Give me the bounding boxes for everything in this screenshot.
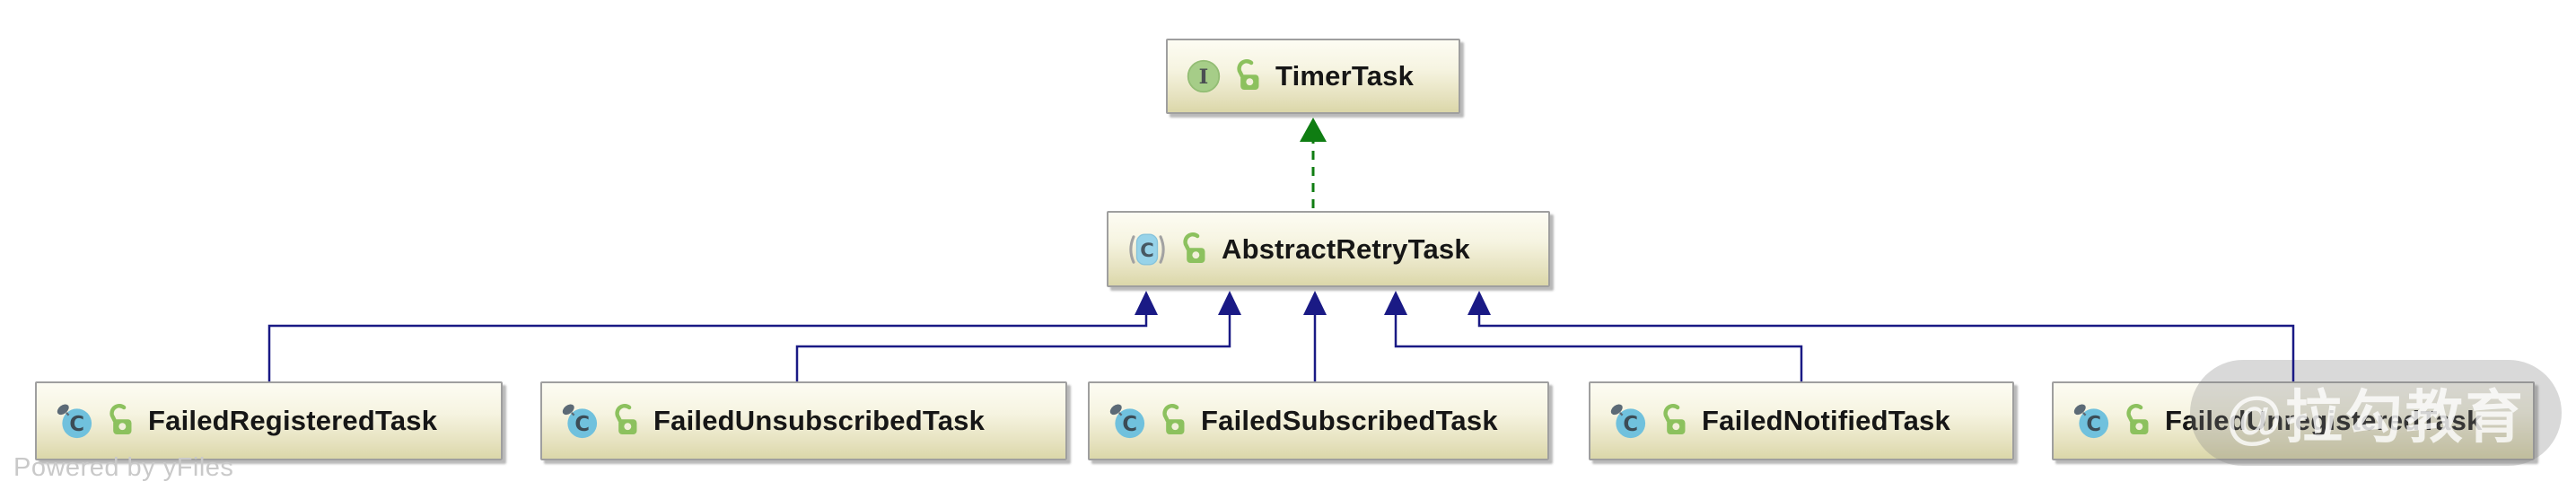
class-node-FailedNotifiedTask[interactable]: C FailedNotifiedTask bbox=[1589, 381, 2014, 460]
class-node-FailedUnsubscribedTask[interactable]: C FailedUnsubscribedTask bbox=[540, 381, 1067, 460]
interface-icon: I bbox=[1186, 58, 1222, 94]
abstract-class-node-AbstractRetryTask[interactable]: C AbstractRetryTask bbox=[1107, 211, 1550, 287]
svg-text:C: C bbox=[574, 413, 590, 436]
svg-text:C: C bbox=[1623, 413, 1638, 436]
public-lock-icon bbox=[1181, 232, 1208, 267]
class-node-label: FailedUnregisteredTask bbox=[2165, 405, 2483, 436]
public-lock-icon bbox=[2125, 403, 2151, 439]
generalization-edge-FailedRegisteredTask-to-AbstractRetryTask bbox=[267, 315, 1148, 381]
class-node-label: FailedSubscribedTask bbox=[1201, 405, 1498, 436]
class-node-label: FailedRegisteredTask bbox=[148, 405, 438, 436]
generalization-arrowhead bbox=[1135, 291, 1158, 315]
generalization-edge-FailedUnsubscribedTask-to-AbstractRetryTask bbox=[795, 315, 1231, 381]
class-icon: C bbox=[55, 403, 94, 439]
class-node-label: FailedUnsubscribedTask bbox=[653, 405, 986, 436]
public-lock-icon bbox=[1235, 58, 1262, 94]
class-node-label: TimerTask bbox=[1275, 60, 1415, 92]
public-lock-icon bbox=[108, 403, 135, 439]
powered-by-yfiles-label: Powered by yFiles bbox=[13, 453, 234, 482]
generalization-arrowhead bbox=[1384, 291, 1407, 315]
abstract-class-icon: C bbox=[1126, 232, 1168, 267]
watermark-text: @拉勾教育 bbox=[2226, 385, 2526, 450]
interface-node-TimerTask[interactable]: I TimerTask bbox=[1166, 39, 1460, 114]
svg-text:C: C bbox=[69, 413, 84, 436]
class-icon: C bbox=[2072, 403, 2111, 439]
class-icon: C bbox=[560, 403, 600, 439]
watermark-badge: @拉勾教育 bbox=[2190, 360, 2562, 466]
class-node-label: AbstractRetryTask bbox=[1222, 232, 1470, 265]
public-lock-icon bbox=[613, 403, 640, 439]
generalization-arrowhead bbox=[1468, 291, 1491, 315]
class-node-FailedSubscribedTask[interactable]: C FailedSubscribedTask bbox=[1088, 381, 1549, 460]
class-node-FailedUnregisteredTask[interactable]: C FailedUnregisteredTask bbox=[2052, 381, 2535, 460]
generalization-arrowhead bbox=[1303, 291, 1327, 315]
realization-arrowhead bbox=[1300, 118, 1327, 142]
class-node-FailedRegisteredTask[interactable]: C FailedRegisteredTask bbox=[35, 381, 503, 460]
class-icon: C bbox=[1608, 403, 1648, 439]
class-icon: C bbox=[1108, 403, 1147, 439]
svg-text:C: C bbox=[1122, 413, 1137, 436]
public-lock-icon bbox=[1161, 403, 1187, 439]
generalization-arrowhead bbox=[1218, 291, 1241, 315]
svg-text:C: C bbox=[2086, 413, 2101, 436]
public-lock-icon bbox=[1661, 403, 1688, 439]
generalization-edge-FailedUnregisteredTask-to-AbstractRetryTask bbox=[1477, 315, 2295, 381]
svg-text:I: I bbox=[1199, 66, 1209, 89]
class-node-label: FailedNotifiedTask bbox=[1702, 405, 1950, 436]
svg-text:C: C bbox=[1140, 239, 1154, 261]
generalization-edge-FailedNotifiedTask-to-AbstractRetryTask bbox=[1394, 315, 1803, 381]
